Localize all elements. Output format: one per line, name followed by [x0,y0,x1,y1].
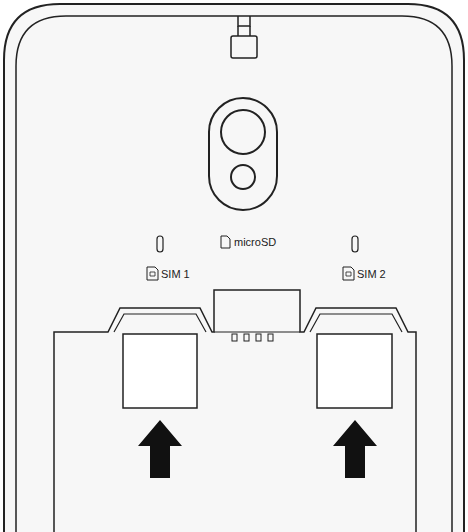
sim-slot-edge [310,314,402,332]
top-port [231,36,257,58]
sd-slot-edge [214,331,300,332]
insert-arrow [333,420,377,478]
sd-contact [244,334,249,341]
small-slot [157,236,163,252]
slot-label: SIM 2 [355,268,388,281]
flash [231,165,255,189]
port-link [238,26,250,36]
sim-card [123,334,197,408]
sim-icon-chip [150,272,155,276]
sd-contact [268,334,273,341]
slot-label: microSD [232,236,278,249]
sd-icon [221,236,230,248]
sim-icon [147,267,158,280]
top-notch [238,16,250,26]
small-slot [352,236,358,252]
sim-icon [343,267,354,280]
battery-compartment [54,290,416,532]
slot-label: SIM 1 [159,268,192,281]
camera-module [209,98,277,210]
sim-slot-edge [114,314,206,332]
sim-icon-chip [346,272,351,276]
phone-body [4,4,464,532]
sd-contact [256,334,261,341]
phone-inner-edge [16,16,452,532]
sd-contact [232,334,237,341]
camera-lens [221,110,265,154]
insert-arrow [138,420,182,478]
sim-card [317,334,392,408]
